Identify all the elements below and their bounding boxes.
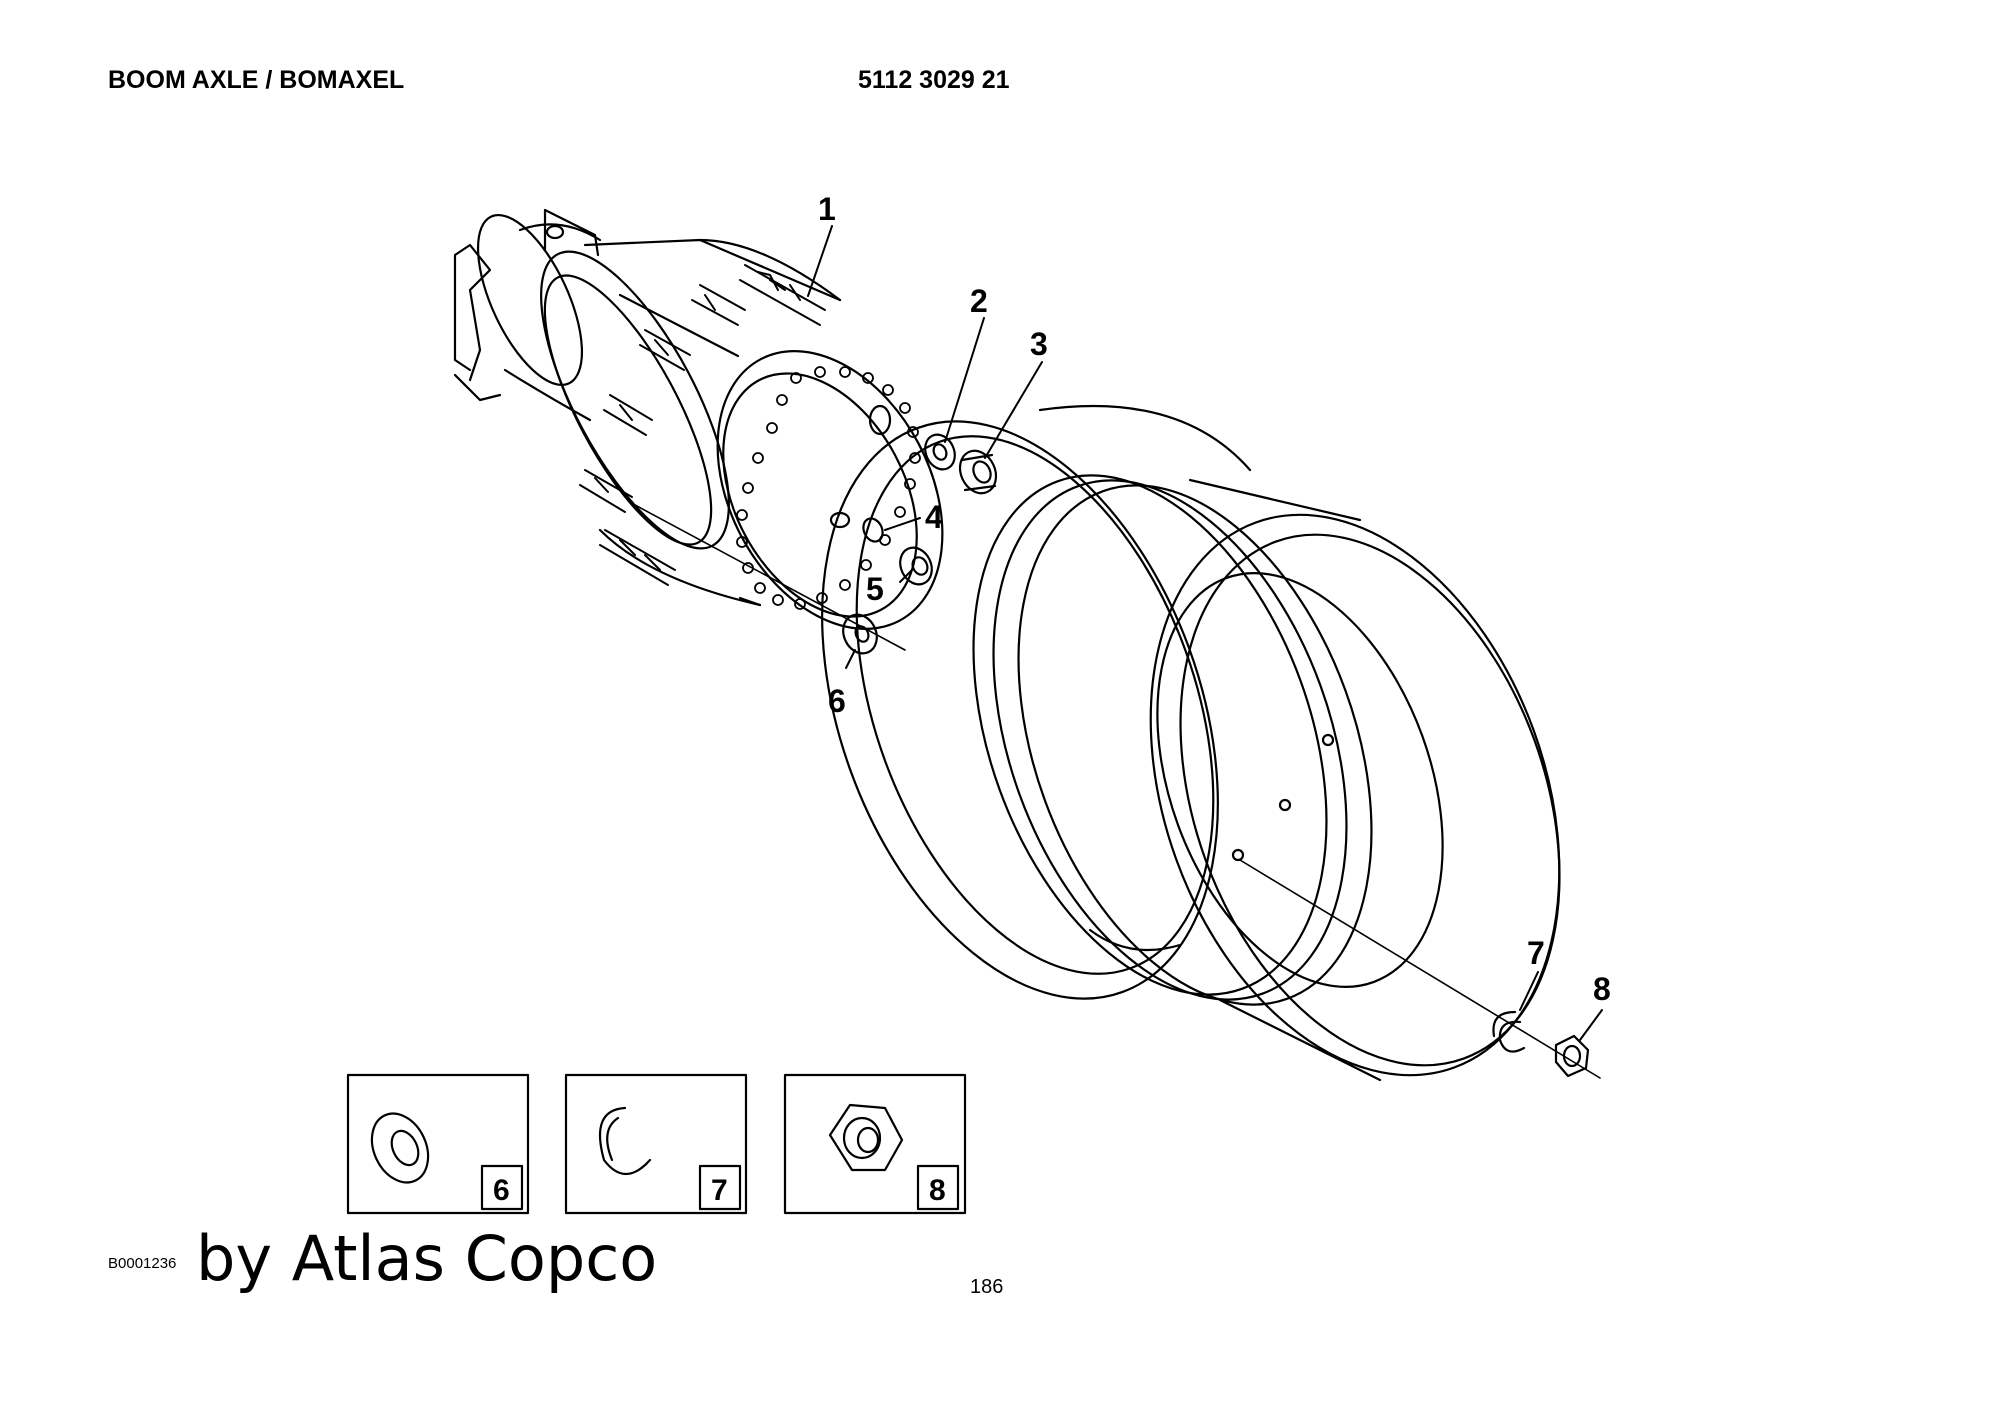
callout-2: 2 (970, 283, 988, 319)
detail-box-7 (564, 1073, 748, 1215)
detail-box-7-label: 7 (711, 1174, 728, 1207)
page-number: 186 (970, 1276, 1004, 1298)
callout-3: 3 (1030, 326, 1048, 362)
detail-box-6 (346, 1073, 530, 1215)
wheel-rim (821, 404, 1561, 1082)
callout-4: 4 (925, 499, 943, 535)
callout-8: 8 (1593, 971, 1611, 1007)
callout-5: 5 (866, 571, 884, 607)
washer-6 (842, 613, 878, 655)
brand-watermark: by Atlas Copco (196, 1222, 658, 1295)
flange-nut-8 (1554, 1034, 1590, 1078)
callout-6: 6 (828, 683, 846, 719)
detail-box-8-label: 8 (929, 1174, 946, 1207)
detail-box-8 (783, 1073, 967, 1215)
nut-3 (958, 449, 998, 495)
callout-7: 7 (1527, 935, 1545, 971)
wheel-hub (540, 238, 944, 630)
callout-1: 1 (818, 191, 836, 227)
o-ring-4 (862, 517, 884, 543)
plug-5 (899, 546, 933, 586)
washer-2 (924, 433, 956, 471)
wheel-studs (579, 264, 826, 586)
part-number: 5112 3029 21 (858, 66, 1010, 94)
detail-box-6-label: 6 (493, 1174, 510, 1207)
axle-housing (453, 208, 602, 422)
image-id: B0001236 (108, 1255, 177, 1272)
circlip-7 (1492, 1010, 1526, 1053)
page-title: BOOM AXLE / BOMAXEL (108, 66, 405, 94)
